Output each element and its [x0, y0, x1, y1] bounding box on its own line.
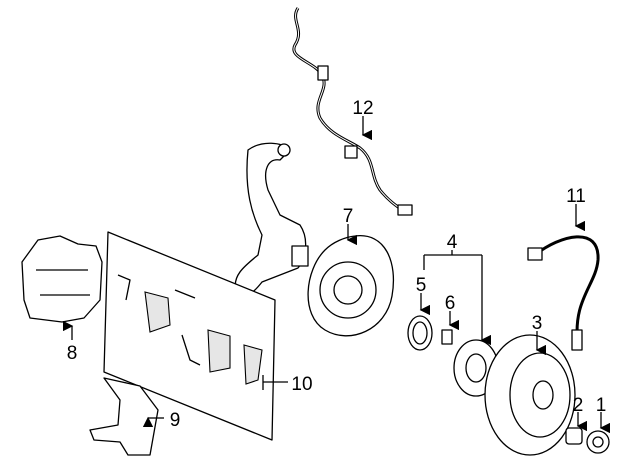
callout-11: 11 [566, 186, 586, 207]
callout-5: 5 [416, 275, 427, 296]
callout-3: 3 [532, 313, 543, 334]
callout-9: 9 [170, 410, 181, 431]
callout-6: 6 [445, 293, 456, 314]
brake-rotor[interactable] [484, 334, 576, 456]
abs-sensor-wire[interactable] [292, 7, 413, 216]
tone-ring[interactable] [407, 315, 433, 351]
brake-caliper[interactable] [21, 235, 103, 323]
callout-1: 1 [596, 395, 607, 416]
callout-2: 2 [573, 395, 584, 416]
callout-8: 8 [67, 343, 78, 364]
brake-hose[interactable] [527, 235, 600, 351]
leader-lines [62, 116, 611, 434]
callout-4: 4 [447, 232, 458, 253]
brake-pad-kit[interactable] [103, 231, 276, 441]
splash-shield[interactable] [307, 235, 394, 337]
caliper-bracket[interactable] [89, 377, 159, 456]
callout-12: 12 [352, 98, 373, 119]
steering-knuckle [234, 142, 309, 298]
hub-cap-nut[interactable] [586, 430, 610, 454]
wheel-stud-nut[interactable] [565, 427, 583, 445]
callout-10: 10 [291, 374, 312, 395]
hub-bolt[interactable] [441, 329, 453, 345]
callout-7: 7 [343, 206, 354, 227]
